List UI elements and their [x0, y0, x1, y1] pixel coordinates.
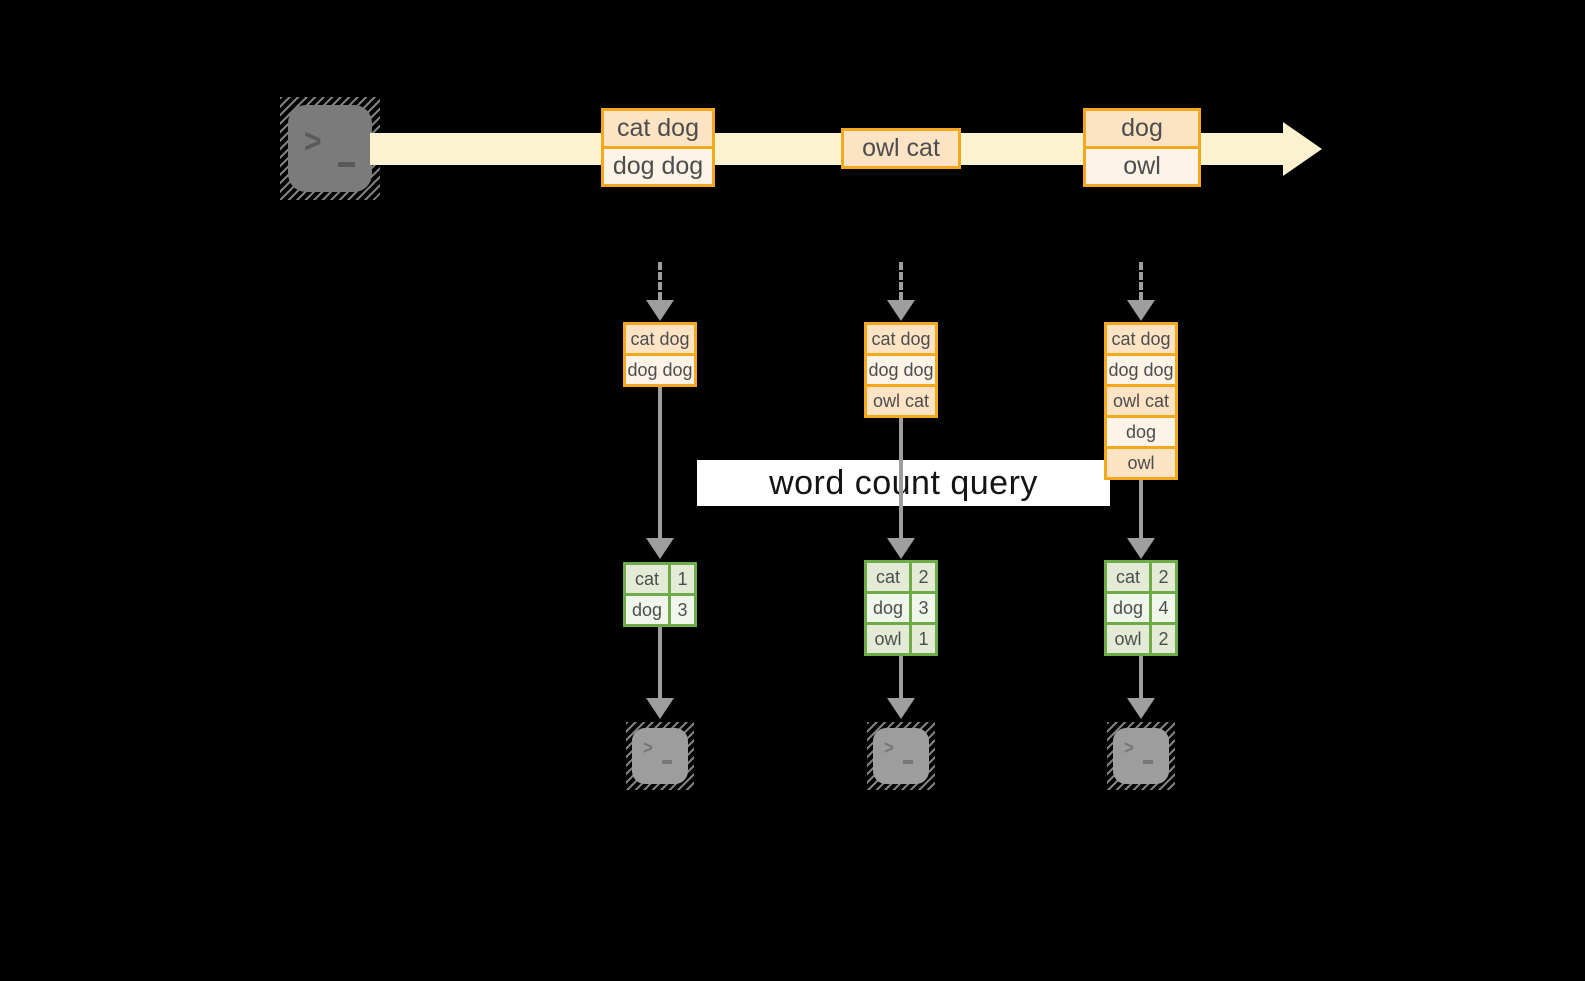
arrow-line	[1139, 656, 1143, 700]
arrowhead-down-icon	[887, 698, 915, 719]
arrowhead-down-icon	[887, 538, 915, 559]
arrowhead-down-icon	[646, 698, 674, 719]
query-banner-label: word count query	[769, 463, 1038, 502]
state-row: dog dog	[626, 353, 694, 384]
arrowhead-down-icon	[887, 300, 915, 321]
state-row: dog	[1107, 415, 1175, 446]
count-value: 2	[1158, 628, 1169, 649]
terminal-screen: >	[288, 105, 372, 192]
terminal-prompt-icon: >	[1124, 736, 1134, 759]
count-value: 4	[1158, 597, 1169, 618]
state-row: owl	[1107, 446, 1175, 477]
state-row: dog dog	[867, 353, 935, 384]
state-box-1: cat dog dog dog	[623, 322, 697, 387]
count-row: dog 4	[1107, 591, 1175, 622]
count-row: dog 3	[867, 591, 935, 622]
count-row: cat 2	[1107, 563, 1175, 591]
stream-record-line: owl cat	[844, 131, 958, 166]
dashed-arrow-line	[658, 262, 662, 300]
count-table-3: cat 2 dog 4 owl 2	[1104, 560, 1178, 656]
count-word: dog	[626, 596, 671, 624]
state-row: cat dog	[867, 325, 935, 353]
arrowhead-down-icon	[646, 300, 674, 321]
count-row: cat 2	[867, 563, 935, 591]
count-word: dog	[867, 594, 912, 622]
stream-record-1: cat dog dog dog	[601, 108, 715, 187]
count-table-2: cat 2 dog 3 owl 1	[864, 560, 938, 656]
state-box-2: cat dog dog dog owl cat	[864, 322, 938, 418]
count-value: 2	[1158, 566, 1169, 587]
state-row: cat dog	[1107, 325, 1175, 353]
count-row: cat 1	[626, 565, 694, 593]
arrow-line	[658, 627, 662, 700]
query-banner	[697, 460, 1110, 506]
count-word: cat	[867, 563, 912, 591]
stream-record-line: owl	[1086, 146, 1198, 184]
count-row: owl 2	[1107, 622, 1175, 653]
dashed-arrow-line	[1139, 262, 1143, 300]
arrowhead-down-icon	[1127, 698, 1155, 719]
terminal-screen: >	[873, 728, 929, 784]
terminal-cursor-icon	[662, 760, 672, 764]
count-word: cat	[1107, 563, 1152, 591]
terminal-cursor-icon	[903, 760, 913, 764]
count-word: dog	[1107, 594, 1152, 622]
count-value: 3	[677, 599, 688, 620]
count-value: 1	[918, 628, 929, 649]
terminal-screen: >	[632, 728, 688, 784]
count-word: owl	[867, 625, 912, 653]
count-value: 2	[918, 566, 929, 587]
terminal-cursor-icon	[338, 162, 355, 167]
count-row: dog 3	[626, 593, 694, 624]
arrowhead-down-icon	[1127, 538, 1155, 559]
state-box-3: cat dog dog dog owl cat dog owl	[1104, 322, 1178, 480]
sink-terminal-icon-1: >	[626, 722, 694, 790]
sink-terminal-icon-2: >	[867, 722, 935, 790]
sink-terminal-icon-3: >	[1107, 722, 1175, 790]
arrow-line	[899, 418, 903, 540]
arrow-line	[899, 656, 903, 700]
state-row: cat dog	[626, 325, 694, 353]
arrow-line	[1139, 480, 1143, 540]
terminal-prompt-icon: >	[304, 122, 322, 161]
count-table-1: cat 1 dog 3	[623, 562, 697, 627]
stream-arrowhead-icon	[1283, 122, 1322, 176]
stream-record-2: owl cat	[841, 128, 961, 169]
arrowhead-down-icon	[1127, 300, 1155, 321]
state-row: dog dog	[1107, 353, 1175, 384]
count-word: owl	[1107, 625, 1152, 653]
source-terminal-icon: >	[280, 97, 380, 200]
stream-record-line: cat dog	[604, 111, 712, 146]
stream-record-line: dog	[1086, 111, 1198, 146]
state-row: owl cat	[867, 384, 935, 415]
terminal-screen: >	[1113, 728, 1169, 784]
terminal-prompt-icon: >	[884, 736, 894, 759]
count-value: 1	[677, 568, 688, 589]
dashed-arrow-line	[899, 262, 903, 300]
state-row: owl cat	[1107, 384, 1175, 415]
terminal-prompt-icon: >	[643, 736, 653, 759]
arrowhead-down-icon	[646, 538, 674, 559]
terminal-cursor-icon	[1143, 760, 1153, 764]
stream-record-3: dog owl	[1083, 108, 1201, 187]
arrow-line	[658, 387, 662, 540]
count-word: cat	[626, 565, 671, 593]
count-row: owl 1	[867, 622, 935, 653]
count-value: 3	[918, 597, 929, 618]
stream-record-line: dog dog	[604, 146, 712, 184]
